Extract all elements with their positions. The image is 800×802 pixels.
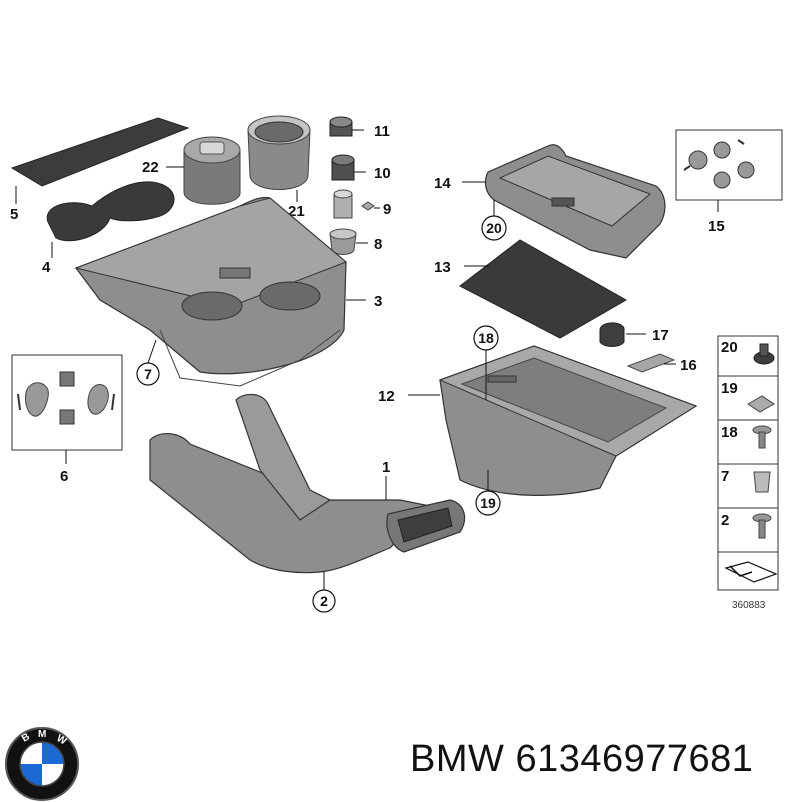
part-5-mat [10, 117, 190, 187]
reference-code: 360883 [732, 600, 766, 611]
callout-3: 3 [374, 293, 382, 310]
part-9-socket-housing [333, 189, 375, 219]
part-8-ring [329, 228, 357, 255]
callout-9: 9 [383, 201, 391, 218]
callout-8: 8 [374, 236, 382, 253]
part-3-console-tray [74, 196, 347, 387]
callout-12: 12 [378, 388, 395, 405]
callout-19: 19 [480, 495, 496, 511]
legend-label-18: 18 [721, 424, 738, 441]
svg-text:M: M [38, 729, 46, 740]
leader-7 [147, 339, 157, 364]
callout-11: 11 [374, 123, 390, 140]
part-1-air-duct [149, 393, 466, 574]
callout-18: 18 [478, 330, 494, 346]
part-14-upper-tray [484, 144, 666, 259]
svg-text:B: B [20, 731, 32, 744]
legend-part-18-screw [752, 425, 772, 449]
callout-6: 6 [60, 468, 68, 485]
callout-20-circle [481, 215, 507, 241]
part-13-mat [459, 239, 628, 339]
callout-10: 10 [374, 165, 391, 182]
caption-brand: BMW [410, 738, 505, 780]
legend-label-19: 19 [721, 380, 738, 397]
part-16-clip [626, 353, 676, 373]
callout-15: 15 [708, 218, 725, 235]
callout-1: 1 [382, 459, 390, 476]
callout-19-circle [475, 490, 501, 516]
callout-21: 21 [288, 203, 305, 220]
part-12-storage-bin [438, 345, 698, 496]
callout-16: 16 [680, 357, 697, 374]
caption: BMW 61346977681 [410, 738, 753, 781]
legend-part-19-nut [747, 395, 775, 413]
part-15-hinge-pieces [683, 139, 755, 189]
callout-5: 5 [10, 206, 18, 223]
legend-plate-icon [724, 561, 778, 583]
part-6-lamp-pieces [17, 371, 115, 425]
callout-20: 20 [486, 220, 502, 236]
callout-13: 13 [434, 259, 451, 276]
part-11-socket-cap [329, 116, 353, 137]
callout-22: 22 [142, 159, 159, 176]
legend-part-20-grommet [753, 343, 775, 365]
legend-label-2: 2 [721, 512, 729, 529]
callout-4: 4 [42, 259, 51, 276]
legend-label-20: 20 [721, 339, 738, 356]
callout-14: 14 [434, 175, 451, 192]
callout-2-circle [312, 589, 336, 613]
part-17-grommet [599, 322, 625, 347]
callout-17: 17 [652, 327, 669, 344]
part-21-cup-ring [247, 115, 311, 190]
callout-7: 7 [144, 366, 152, 382]
part-10-socket [331, 154, 355, 181]
legend-part-2-screw [752, 513, 772, 539]
bmw-logo: B M W [5, 727, 79, 801]
fastener-legend: 20 19 18 7 2 [717, 335, 779, 591]
caption-part-number: 61346977681 [515, 738, 754, 780]
legend-label-7: 7 [721, 468, 729, 485]
legend-part-7-clip [753, 471, 771, 493]
callout-2: 2 [320, 593, 328, 609]
part-4-cup-insert [46, 181, 175, 242]
part-22-cup-container [183, 136, 241, 205]
